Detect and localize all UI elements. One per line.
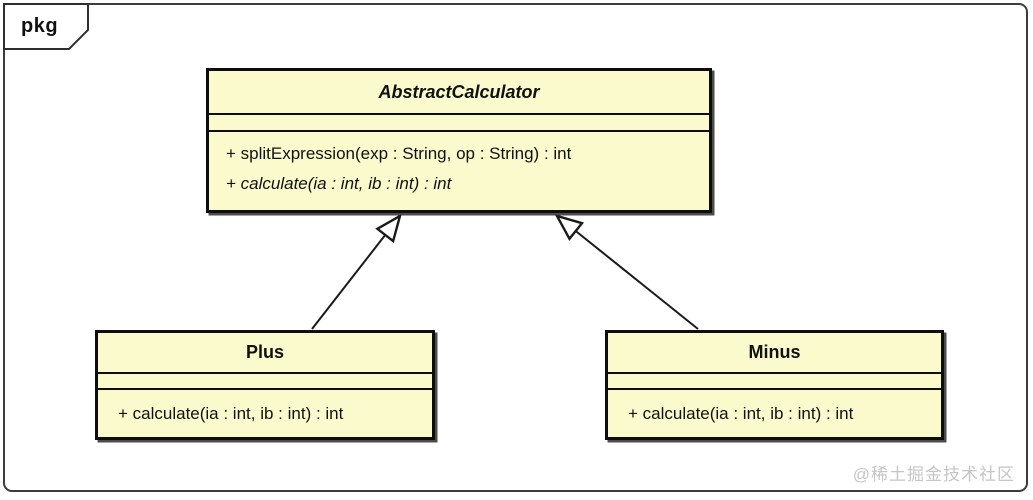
class-box-abstract-calculator: AbstractCalculator + splitExpression(exp…: [206, 68, 712, 213]
class-title: AbstractCalculator: [378, 81, 540, 102]
methods-compartment: + calculate(ia : int, ib : int) : int: [608, 390, 941, 437]
class-box-plus: Plus + calculate(ia : int, ib : int) : i…: [95, 330, 435, 440]
class-title: Minus: [748, 342, 801, 362]
methods-compartment: + splitExpression(exp : String, op : Str…: [209, 132, 709, 210]
method-calculate-minus: + calculate(ia : int, ib : int) : int: [628, 404, 854, 423]
method-calculate-abstract: + calculate(ia : int, ib : int) : int: [226, 174, 452, 193]
attributes-compartment: [98, 372, 432, 390]
attributes-compartment: [608, 372, 941, 390]
method-split-expression: + splitExpression(exp : String, op : Str…: [226, 144, 572, 163]
method-calculate-plus: + calculate(ia : int, ib : int) : int: [118, 404, 344, 423]
package-tab-label: pkg: [21, 15, 59, 37]
watermark: @稀土掘金技术社区: [852, 465, 1015, 484]
methods-compartment: + calculate(ia : int, ib : int) : int: [98, 390, 432, 437]
class-title: Plus: [245, 342, 284, 362]
class-box-minus: Minus + calculate(ia : int, ib : int) : …: [605, 330, 944, 440]
attributes-compartment: [209, 113, 709, 132]
